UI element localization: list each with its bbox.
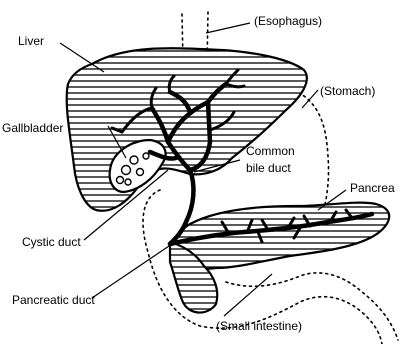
liver-shape [67,48,307,210]
stomach-label: (Stomach) [320,84,375,98]
pancreas-label: Pancrea [350,181,395,195]
liver-label: Liver [18,34,44,48]
common-bile-duct-label-line2: bile duct [246,161,291,175]
common-bile-duct-label-line1: Common [246,144,295,158]
esophagus-label: (Esophagus) [254,14,322,28]
small-intestine-label: (Small intestine) [216,319,302,333]
pancreatic-duct-label: Pancreatic duct [12,293,95,307]
gallbladder-label: Gallbladder [2,121,63,135]
cystic-duct-label: Cystic duct [22,235,81,249]
